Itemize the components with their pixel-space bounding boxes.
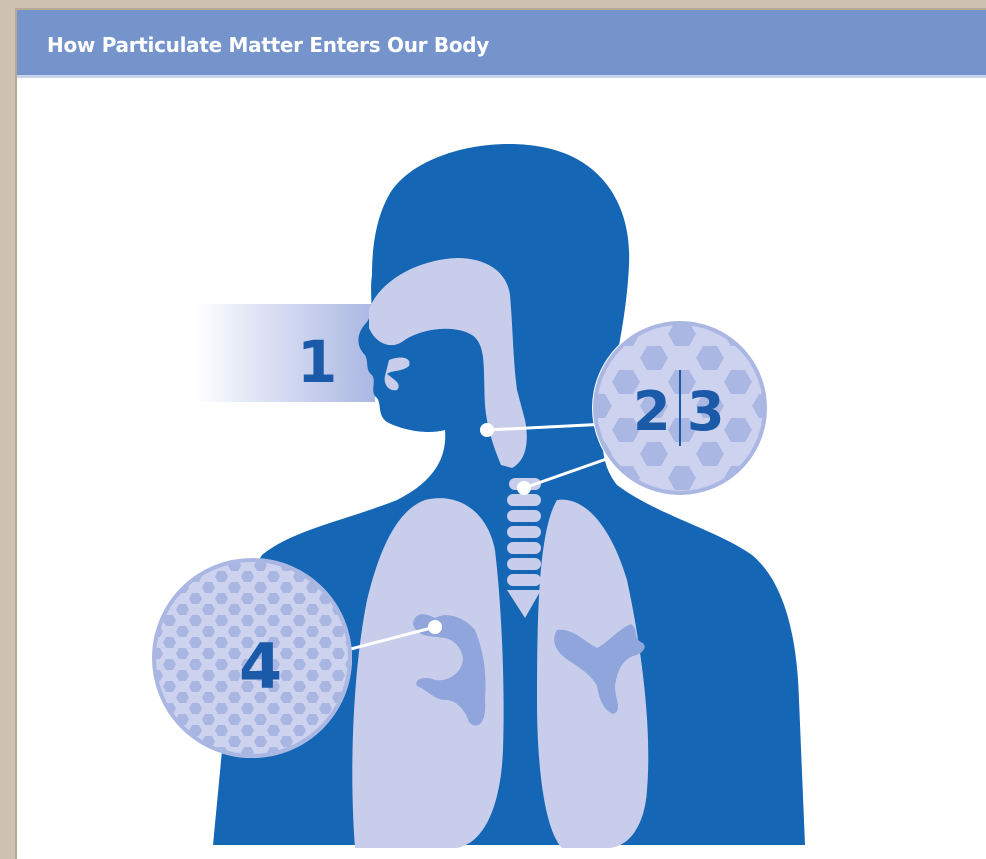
- trachea: [507, 478, 541, 618]
- respiratory-diagram: 1 2 3 4: [17, 10, 986, 859]
- point-throat: [480, 423, 494, 437]
- marker-1: 1: [297, 328, 337, 396]
- marker-4: 4: [239, 630, 282, 703]
- marker-2: 2: [633, 380, 671, 443]
- point-trachea: [517, 481, 531, 495]
- point-bronchus: [428, 620, 442, 634]
- marker-3: 3: [687, 380, 725, 443]
- figure-panel: How Particulate Matter Enters Our Body: [15, 8, 986, 859]
- magnifier-2-3: [592, 320, 768, 496]
- air-stream: [195, 304, 375, 402]
